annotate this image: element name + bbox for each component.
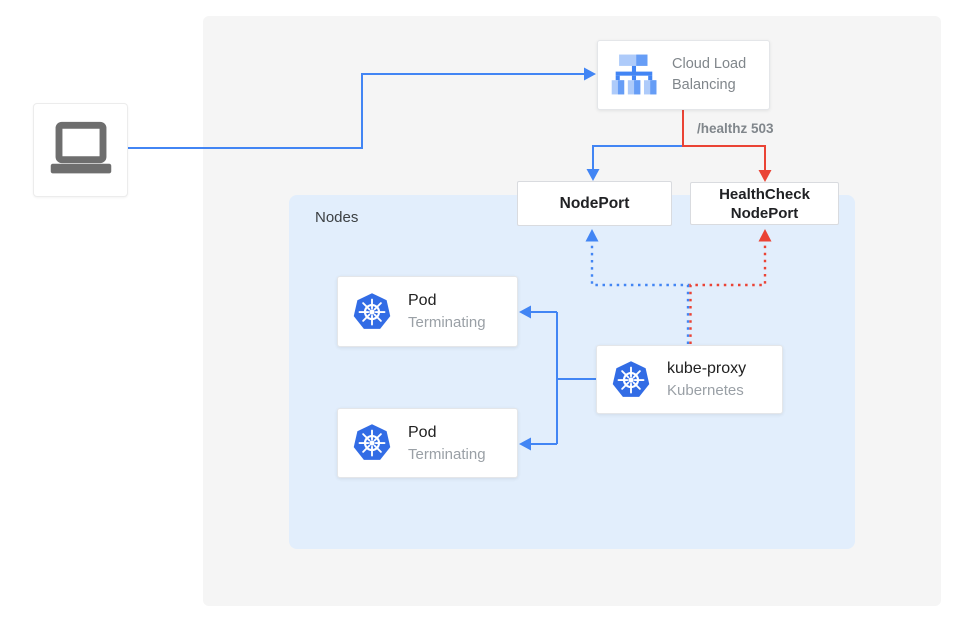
kubernetes-icon xyxy=(353,424,391,460)
clb-label-line1: Cloud Load xyxy=(672,56,747,72)
kube-proxy-text: kube-proxy Kubernetes xyxy=(667,358,746,401)
pod2-status: Terminating xyxy=(408,445,486,463)
kubernetes-icon xyxy=(612,360,650,397)
nodeport-node: NodePort xyxy=(517,181,672,226)
healthcheck-label-line1: HealthCheck xyxy=(719,185,810,203)
cloud-load-balancing-node: Cloud Load Balancing xyxy=(597,40,770,110)
kube-proxy-subtitle: Kubernetes xyxy=(667,382,744,399)
pod1-status: Terminating xyxy=(408,314,486,331)
healthz-edge-label: /healthz 503 xyxy=(697,121,774,136)
kube-proxy-title: kube-proxy xyxy=(667,360,747,377)
pod2-title: Pod xyxy=(408,423,437,441)
pod1-title: Pod xyxy=(408,292,437,309)
healthcheck-nodeport-node: HealthCheck NodePort xyxy=(690,182,839,225)
clb-label-line2: Balancing xyxy=(672,77,736,93)
healthcheck-label-line2: NodePort xyxy=(730,204,799,222)
pod1-text: Pod Terminating xyxy=(408,290,486,333)
pod2-text: Pod Terminating xyxy=(408,422,486,465)
kube-proxy-node: kube-proxy Kubernetes xyxy=(596,345,783,414)
nodeport-label: NodePort xyxy=(559,194,630,212)
cloud-load-balancing-icon xyxy=(611,54,657,95)
clb-label: Cloud Load Balancing xyxy=(672,54,746,96)
client-node xyxy=(33,103,128,197)
pod-node-1: Pod Terminating xyxy=(337,276,518,347)
laptop-icon xyxy=(50,121,111,174)
pod-node-2: Pod Terminating xyxy=(337,408,518,478)
kubernetes-icon xyxy=(353,292,391,329)
nodes-group-label: Nodes xyxy=(315,209,359,226)
